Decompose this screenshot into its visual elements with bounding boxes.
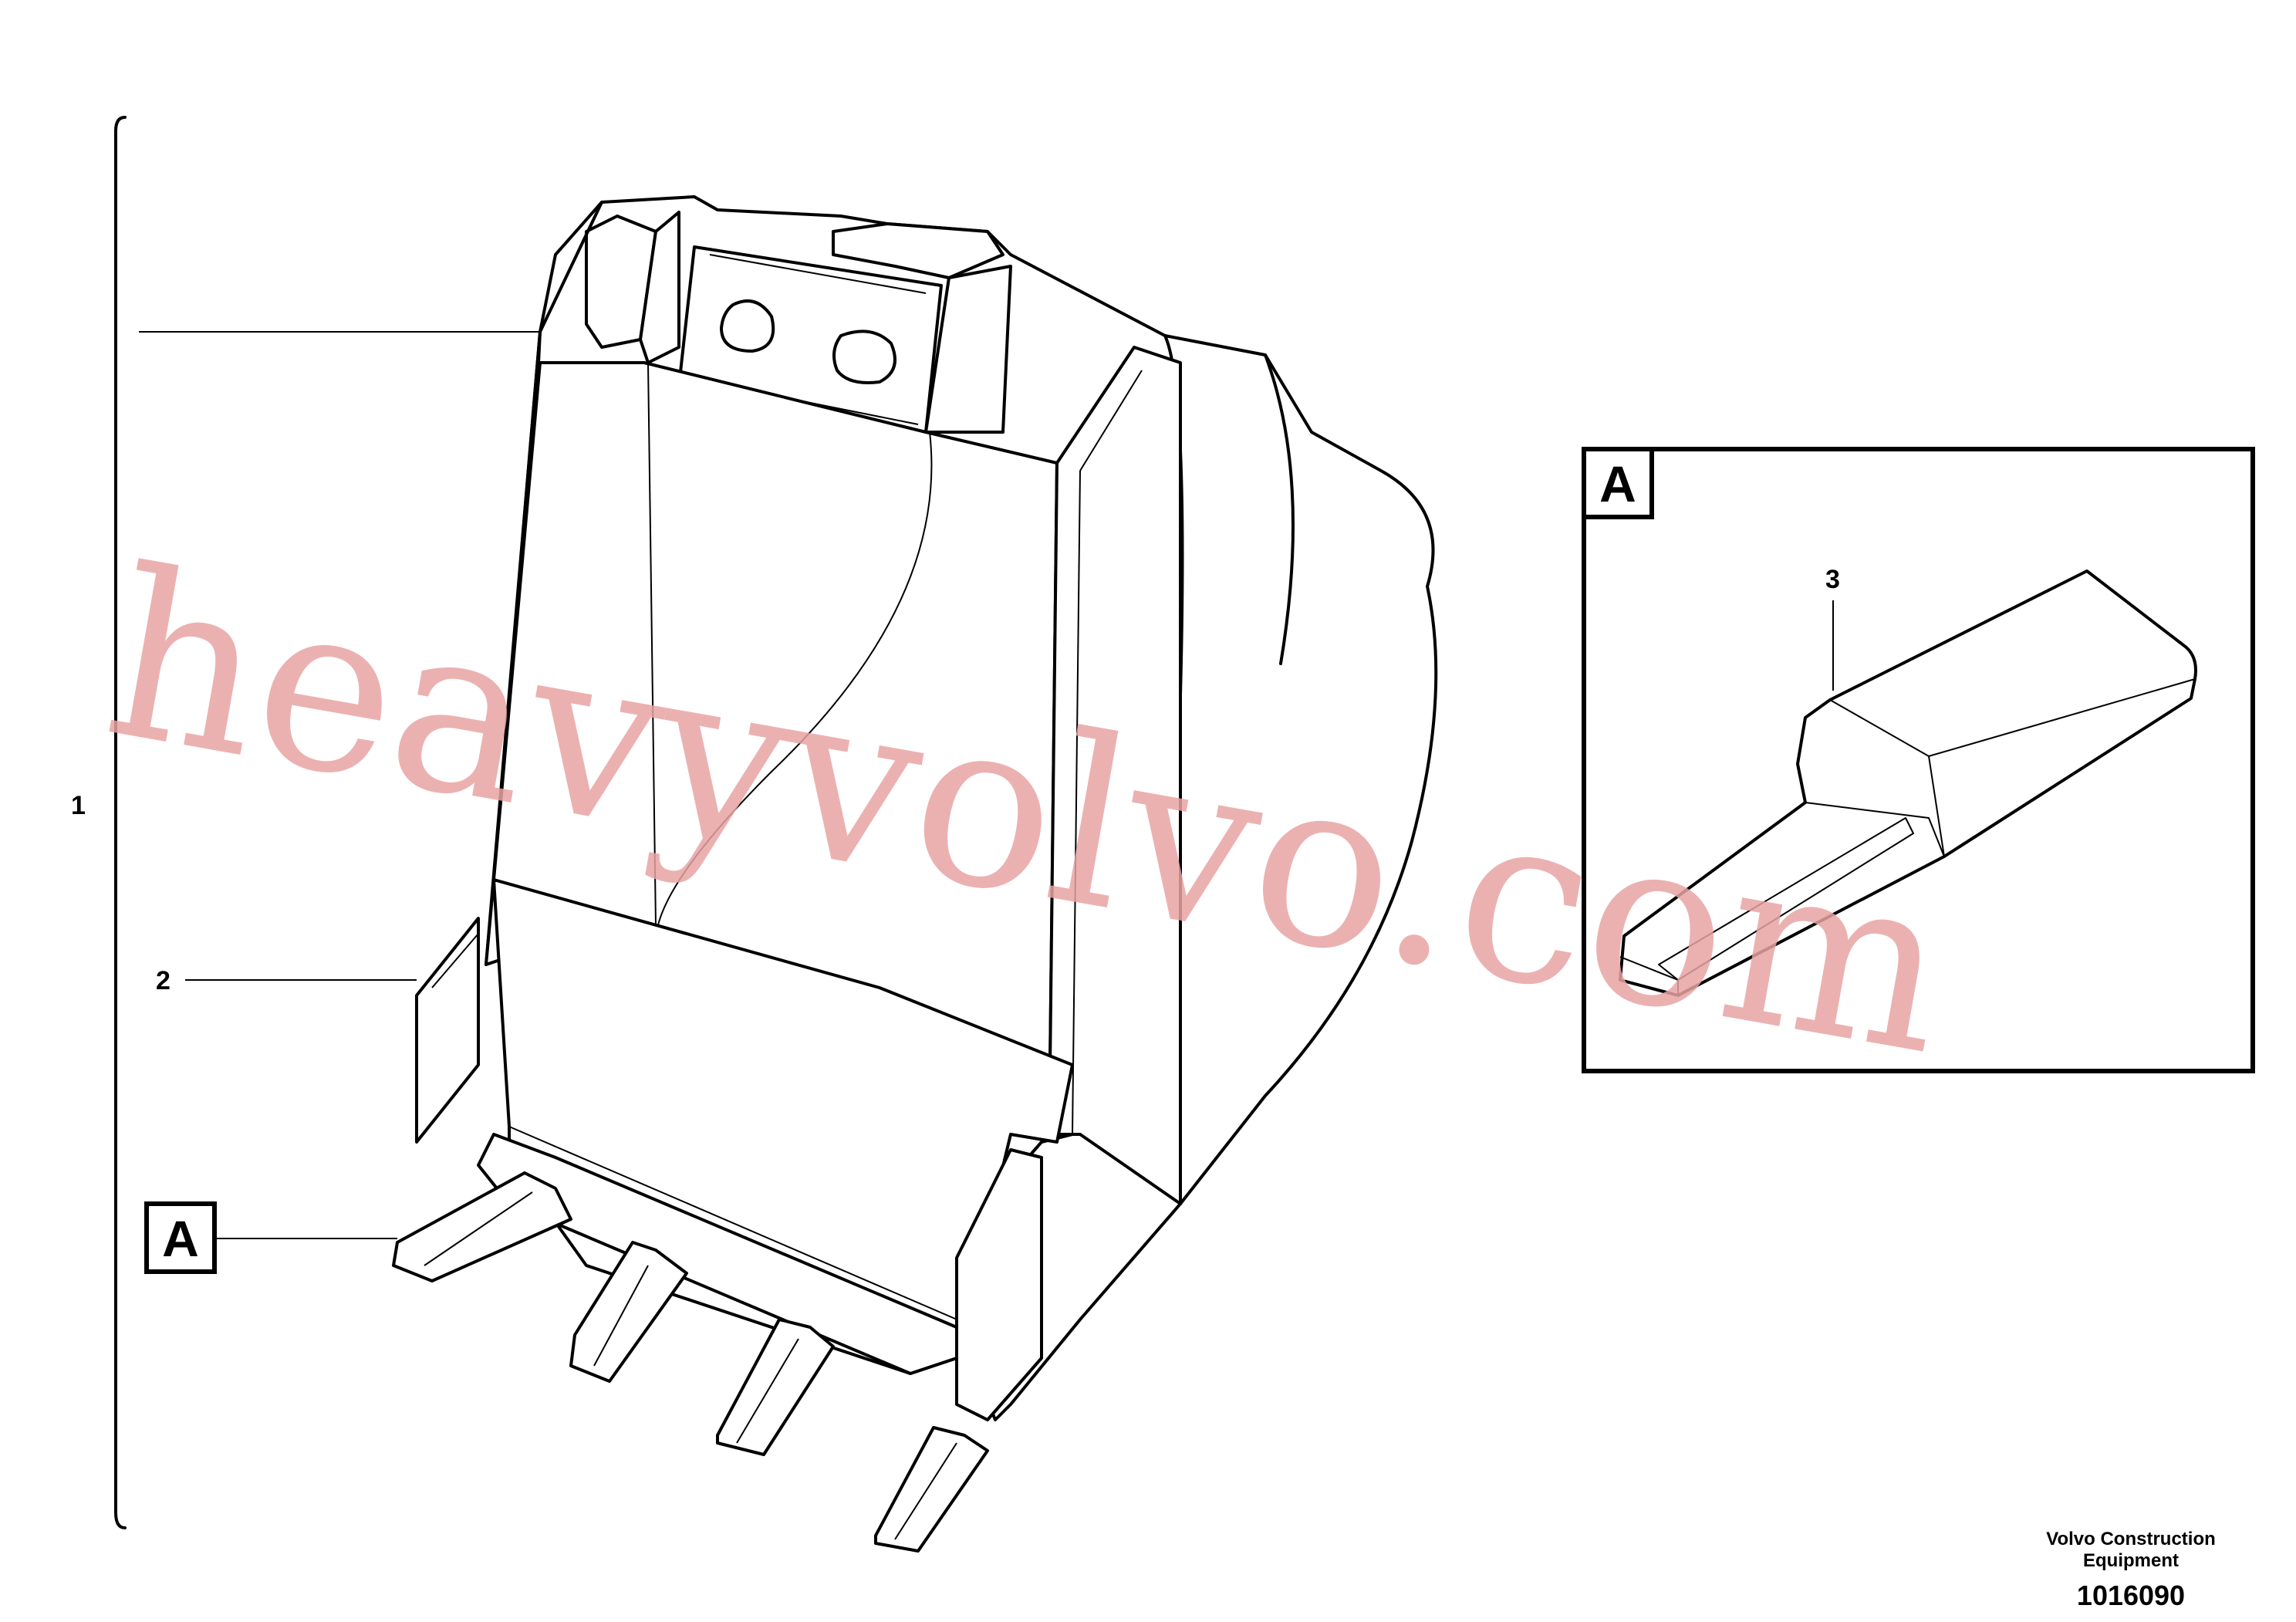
footer-company-line2: Equipment (2083, 1550, 2179, 1571)
assembly-bracket (114, 116, 127, 1529)
side-cutter (415, 917, 480, 1144)
bucket-teeth (392, 1171, 989, 1553)
tooth-part (1619, 569, 2197, 997)
footer-company-line1: Volvo Construction (2046, 1529, 2216, 1549)
detail-ref-box-main (144, 1201, 217, 1274)
callout-3: 3 (1825, 565, 1840, 594)
detail-ref-label-main: A (162, 1210, 199, 1267)
bucket-drawing (392, 195, 1438, 1553)
callout-1: 1 (71, 791, 86, 820)
callout-2: 2 (156, 966, 171, 995)
drawing-number: 1016090 (2077, 1580, 2185, 1611)
detail-view-A: A (1582, 447, 2255, 1073)
detail-ref-label-detail: A (1599, 455, 1636, 512)
detail-ref-box-detail (1582, 447, 1654, 519)
